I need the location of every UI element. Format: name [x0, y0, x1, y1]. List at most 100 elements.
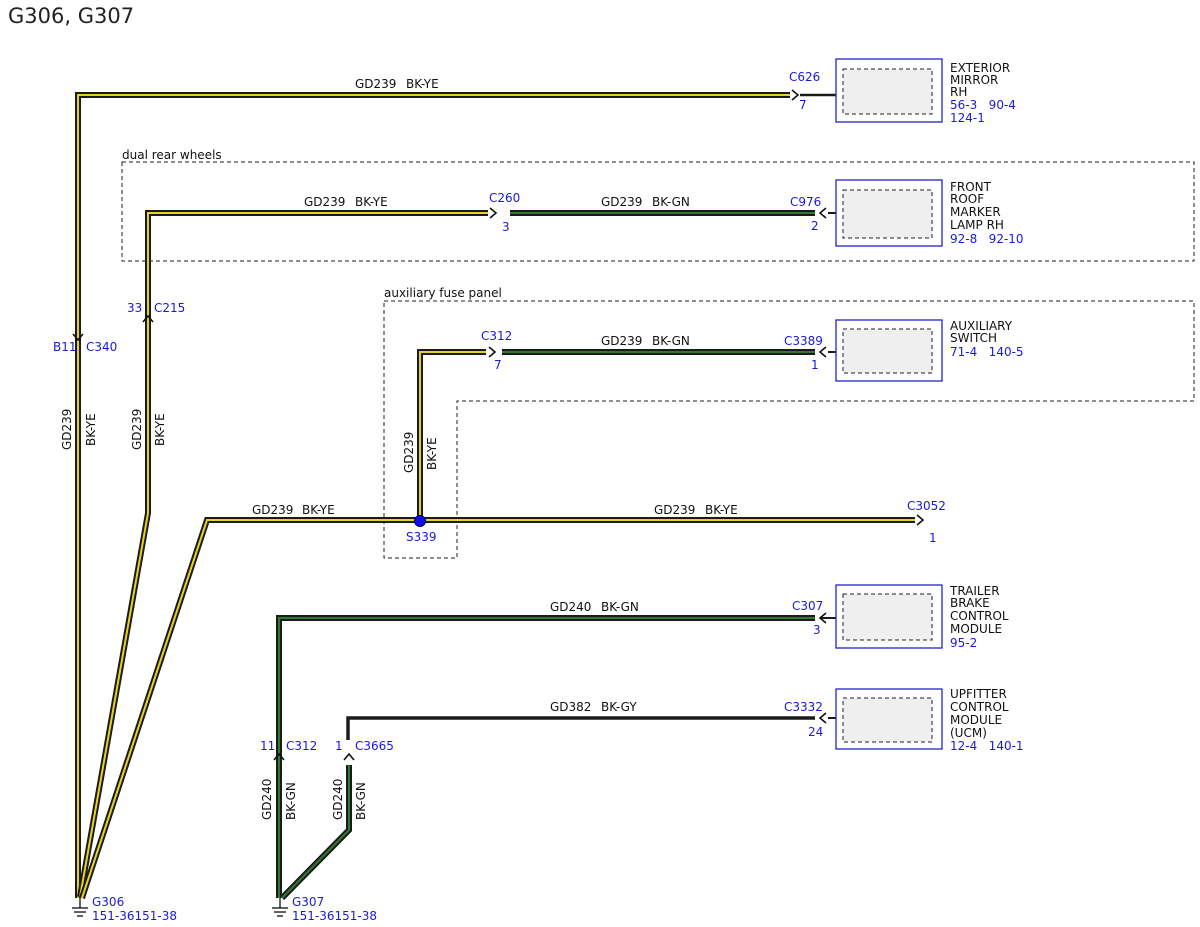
ucm-name-3: MODULE: [950, 713, 1002, 727]
exterior-mirror-name-1: EXTERIOR: [950, 61, 1010, 75]
zone-dual-rear-wheels: dual rear wheels: [121, 148, 1195, 262]
component-upfitter-control-module: UPFITTER CONTROL MODULE (UCM) 12-4 140-1…: [784, 687, 1024, 753]
c626-label: C626: [789, 70, 820, 84]
wire-label-color: BK-YE: [406, 77, 439, 91]
ucm-name-4: (UCM): [950, 726, 987, 740]
zone-auxiliary-fuse-panel-label: auxiliary fuse panel: [384, 286, 502, 300]
trailer-brake-inner: [842, 593, 933, 641]
c215-label: C215: [154, 301, 185, 315]
ucm-name-1: UPFITTER: [950, 687, 1007, 701]
wire-label-circuit: GD239: [601, 195, 642, 209]
c312-low-label: C312: [286, 739, 317, 753]
wire-label-color: BK-YE: [153, 413, 167, 446]
splice-s339-label: S339: [406, 530, 437, 544]
ground-g306-label: G306: [92, 895, 124, 909]
connector-labels: B11 C340 33 C215 C260 3 C312 7 C3052 1 1…: [53, 191, 946, 753]
wire-label-circuit: GD240: [550, 600, 591, 614]
ground-g307-refs: 151-36151-38: [292, 909, 377, 923]
c312-low-symbol: [273, 752, 285, 761]
wire-label-color: BK-GN: [354, 782, 368, 820]
aux-switch-inner: [842, 328, 933, 374]
ground-g306-icon: [72, 898, 88, 917]
trailer-brake-ref-1: 95-2: [950, 636, 977, 650]
exterior-mirror-ref-1: 56-3 90-4: [950, 98, 1016, 112]
wire-label-circuit: GD239: [654, 503, 695, 517]
c3332-symbol: [818, 712, 827, 724]
aux-switch-name-1: AUXILIARY: [950, 319, 1013, 333]
c312-aux-label: C312: [481, 329, 512, 343]
wire-c3052: [79, 517, 915, 899]
wire-label-color: BK-YE: [705, 503, 738, 517]
c976-label: C976: [790, 195, 821, 209]
wire-label-color: BK-GN: [601, 600, 639, 614]
trailer-brake-name-2: BRAKE: [950, 596, 990, 610]
wire-ucm: [279, 716, 843, 901]
wire-label-color: BK-YE: [302, 503, 335, 517]
exterior-mirror-name-3: RH: [950, 85, 967, 99]
wire-label-circuit: GD239: [304, 195, 345, 209]
c340-pin: B11: [53, 340, 77, 354]
c3389-pin: 1: [811, 358, 819, 372]
c312-aux-symbol: [488, 346, 497, 358]
c626-symbol: [791, 89, 800, 101]
wire-label-color: BK-GY: [601, 700, 637, 714]
wire-label-color: BK-YE: [425, 437, 439, 470]
wire-label-circuit: GD239: [252, 503, 293, 517]
marker-lamp-name-1: FRONT: [950, 180, 992, 194]
page-title: G306, G307: [8, 4, 134, 28]
zone-auxiliary-fuse-panel-border: [383, 300, 1195, 559]
splice-s339: [414, 515, 426, 527]
ucm-inner: [842, 697, 933, 743]
c312-low-pin: 11: [260, 739, 275, 753]
c215-symbol: [142, 314, 154, 323]
c215-pin: 33: [127, 301, 142, 315]
wire-labels-horizontal: GD239 BK-YE GD239 BK-YE GD239 BK-GN GD23…: [252, 77, 738, 714]
ucm-ref-1: 12-4 140-1: [950, 739, 1024, 753]
wires: [75, 92, 915, 901]
c3332-label: C3332: [784, 700, 823, 714]
ground-g307-icon: [272, 898, 288, 917]
marker-lamp-inner: [842, 189, 933, 239]
wire-label-circuit: GD239: [130, 409, 144, 450]
c307-symbol: [818, 612, 827, 624]
zone-dual-rear-wheels-border: [121, 161, 1195, 262]
c3052-label: C3052: [907, 499, 946, 513]
ground-g306-refs: 151-36151-38: [92, 909, 177, 923]
wire-label-color: BK-YE: [355, 195, 388, 209]
component-exterior-mirror: EXTERIOR MIRROR RH 56-3 90-4 124-1 C626 …: [789, 58, 1016, 125]
c976-symbol: [818, 207, 827, 219]
c3052-symbol: [916, 514, 925, 526]
trailer-brake-name-1: TRAILER: [949, 584, 1000, 598]
marker-lamp-name-3: MARKER: [950, 205, 1001, 219]
c3389-symbol: [818, 346, 827, 358]
c626-pin: 7: [799, 98, 807, 112]
component-front-roof-marker-lamp: FRONT ROOF MARKER LAMP RH 92-8 92-10 C97…: [790, 179, 1024, 247]
wire-aux-switch: [417, 349, 843, 520]
wire-trailer-brake: [276, 615, 843, 898]
wire-label-circuit: GD239: [402, 432, 416, 473]
trailer-brake-name-3: CONTROL: [950, 609, 1009, 623]
exterior-mirror-ref-2: 124-1: [950, 111, 985, 125]
c260-pin: 3: [502, 220, 510, 234]
wire-label-circuit: GD240: [331, 779, 345, 820]
wire-label-circuit: GD240: [260, 779, 274, 820]
trailer-brake-name-4: MODULE: [950, 622, 1002, 636]
aux-switch-ref-1: 71-4 140-5: [950, 345, 1024, 359]
component-trailer-brake-control-module: TRAILER BRAKE CONTROL MODULE 95-2 C307 3: [792, 584, 1009, 650]
wire-label-circuit: GD239: [355, 77, 396, 91]
zone-auxiliary-fuse-panel: auxiliary fuse panel: [383, 286, 1195, 559]
c312-aux-pin: 7: [494, 358, 502, 372]
wire-mirror: [75, 92, 836, 898]
marker-lamp-name-2: ROOF: [950, 192, 984, 206]
component-auxiliary-switch: AUXILIARY SWITCH 71-4 140-5 C3389 1: [784, 319, 1024, 382]
aux-switch-name-2: SWITCH: [950, 331, 997, 345]
c260-symbol: [489, 207, 498, 219]
ground-symbols: [72, 898, 288, 917]
c3665-label: C3665: [355, 739, 394, 753]
wire-label-color: BK-GN: [652, 195, 690, 209]
c3332-pin: 24: [808, 725, 823, 739]
ucm-name-2: CONTROL: [950, 700, 1009, 714]
c260-label: C260: [489, 191, 520, 205]
c3389-label: C3389: [784, 334, 823, 348]
